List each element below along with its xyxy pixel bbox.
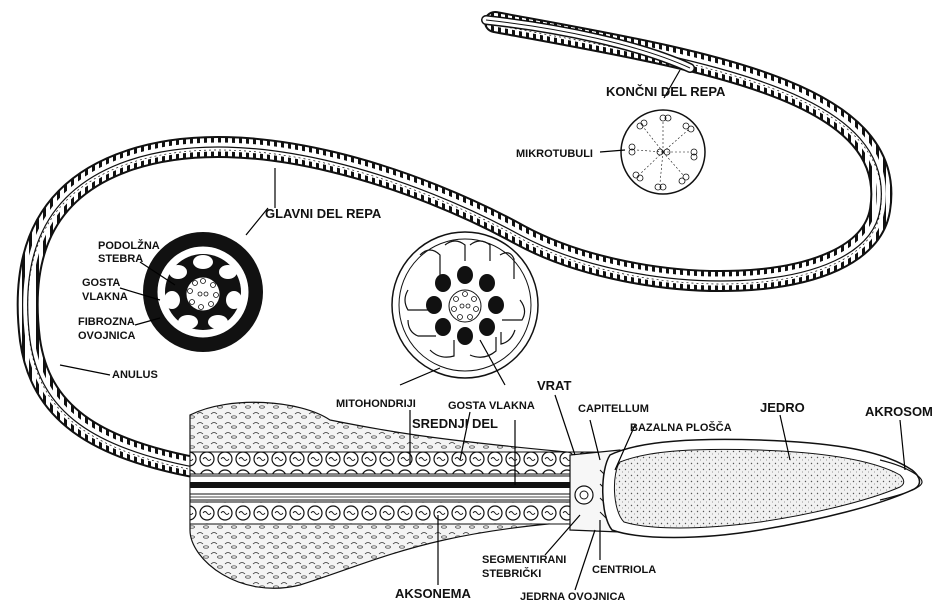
label-segmentirani-line2: STEBRIČKI bbox=[482, 567, 541, 580]
label-srednji-del: SREDNJI DEL bbox=[412, 416, 498, 431]
label-centriola: CENTRIOLA bbox=[592, 564, 656, 576]
label-akrosom: AKROSOM bbox=[865, 404, 933, 419]
label-fibrozna-line1: FIBROZNA bbox=[78, 316, 135, 328]
label-koncni-del-repa: KONČNI DEL REPA bbox=[606, 84, 726, 99]
cross-section-principal-piece bbox=[143, 232, 263, 352]
label-vrat: VRAT bbox=[537, 378, 571, 393]
label-gosta-line1: GOSTA bbox=[82, 277, 120, 289]
label-aksonema: AKSONEMA bbox=[395, 586, 471, 601]
label-mitohondriji: MITOHONDRIJI bbox=[336, 398, 416, 410]
label-jedro: JEDRO bbox=[760, 400, 805, 415]
label-gosta-vlakna: GOSTA VLAKNA bbox=[448, 400, 535, 412]
label-glavni-del-repa: GLAVNI DEL REPA bbox=[265, 206, 382, 221]
label-segmentirani-line1: SEGMENTIRANI bbox=[482, 554, 566, 566]
cross-section-end-piece bbox=[621, 110, 705, 194]
label-podolzna-line2: STEBRA bbox=[98, 253, 143, 265]
cross-section-midpiece bbox=[392, 232, 538, 378]
label-jedrna-ovojnica: JEDRNA OVOJNICA bbox=[520, 591, 625, 603]
label-capitellum: CAPITELLUM bbox=[578, 403, 649, 415]
label-mikrotubuli: MIKROTUBULI bbox=[516, 148, 593, 160]
label-anulus: ANULUS bbox=[112, 369, 158, 381]
label-gosta-line2: VLAKNA bbox=[82, 291, 128, 303]
head bbox=[603, 439, 922, 537]
label-fibrozna-line2: OVOJNICA bbox=[78, 330, 136, 342]
label-bazalna-plosca: BAZALNA PLOŠČA bbox=[630, 421, 732, 434]
label-podolzna-line1: PODOLŽNA bbox=[98, 239, 160, 252]
